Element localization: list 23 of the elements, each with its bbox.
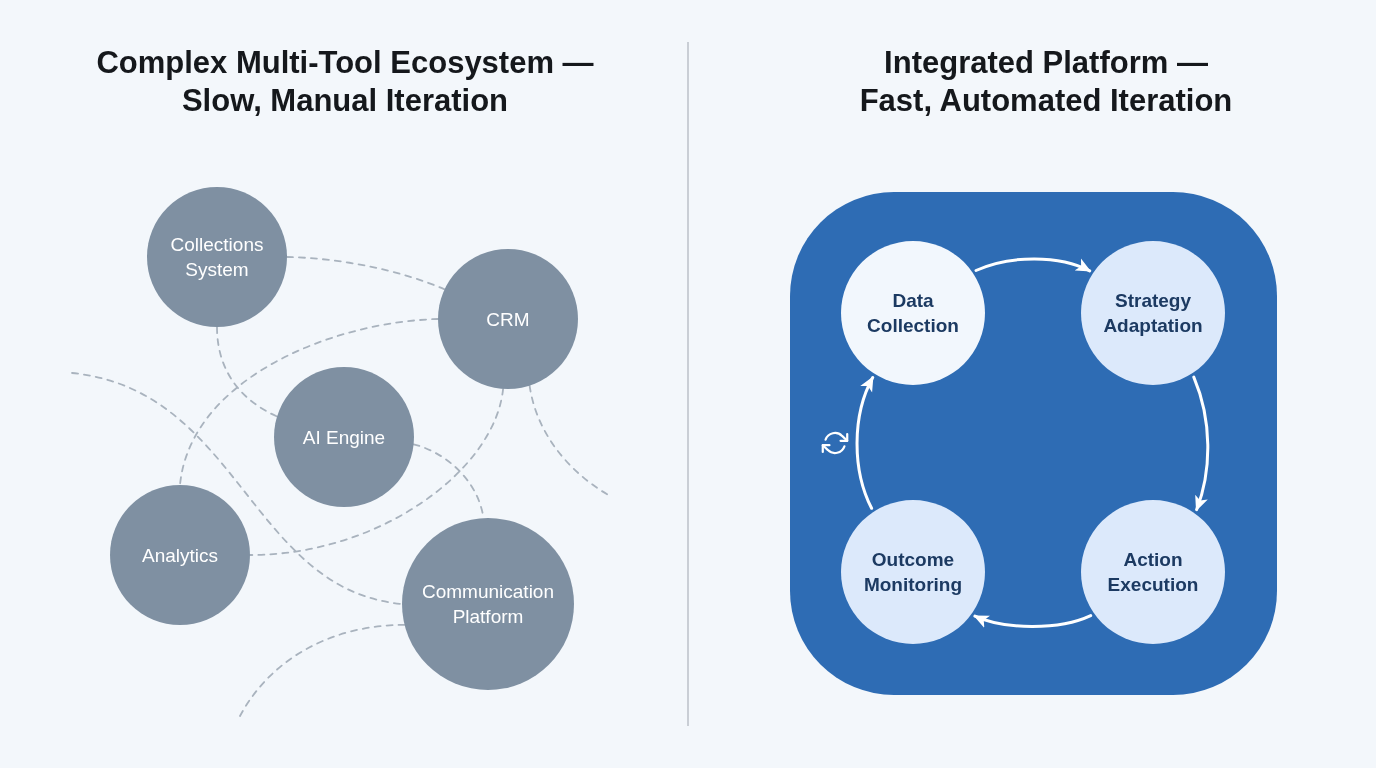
arrow <box>855 376 875 510</box>
dashed-line <box>249 387 504 556</box>
node-label: Strategy Adaptation <box>1102 289 1204 338</box>
node-label: Analytics <box>142 543 218 568</box>
node-label: Data Collection <box>866 289 960 338</box>
arrow <box>973 614 1093 628</box>
dashed-line <box>179 318 439 486</box>
node-label: AI Engine <box>302 425 386 450</box>
node-label: CRM <box>486 307 530 332</box>
arrow <box>974 257 1092 273</box>
dashed-line <box>216 326 278 418</box>
node-label: Communication Platform <box>421 580 555 629</box>
dashed-line <box>239 623 406 717</box>
rounded-panel <box>790 192 1277 695</box>
dashed-line <box>71 372 403 605</box>
heading: Complex Multi-Tool Ecosystem — Slow, Manual Iteration <box>95 44 595 120</box>
heading: Integrated Platform — Fast, Automated Iteration <box>858 44 1234 120</box>
node-label: Action Execution <box>1106 548 1200 597</box>
arrow <box>1192 375 1210 512</box>
node-label: Collections System <box>169 233 265 282</box>
node-label: Outcome Monitoring <box>862 548 964 597</box>
dashed-line <box>528 384 611 497</box>
dashed-line <box>286 256 446 291</box>
